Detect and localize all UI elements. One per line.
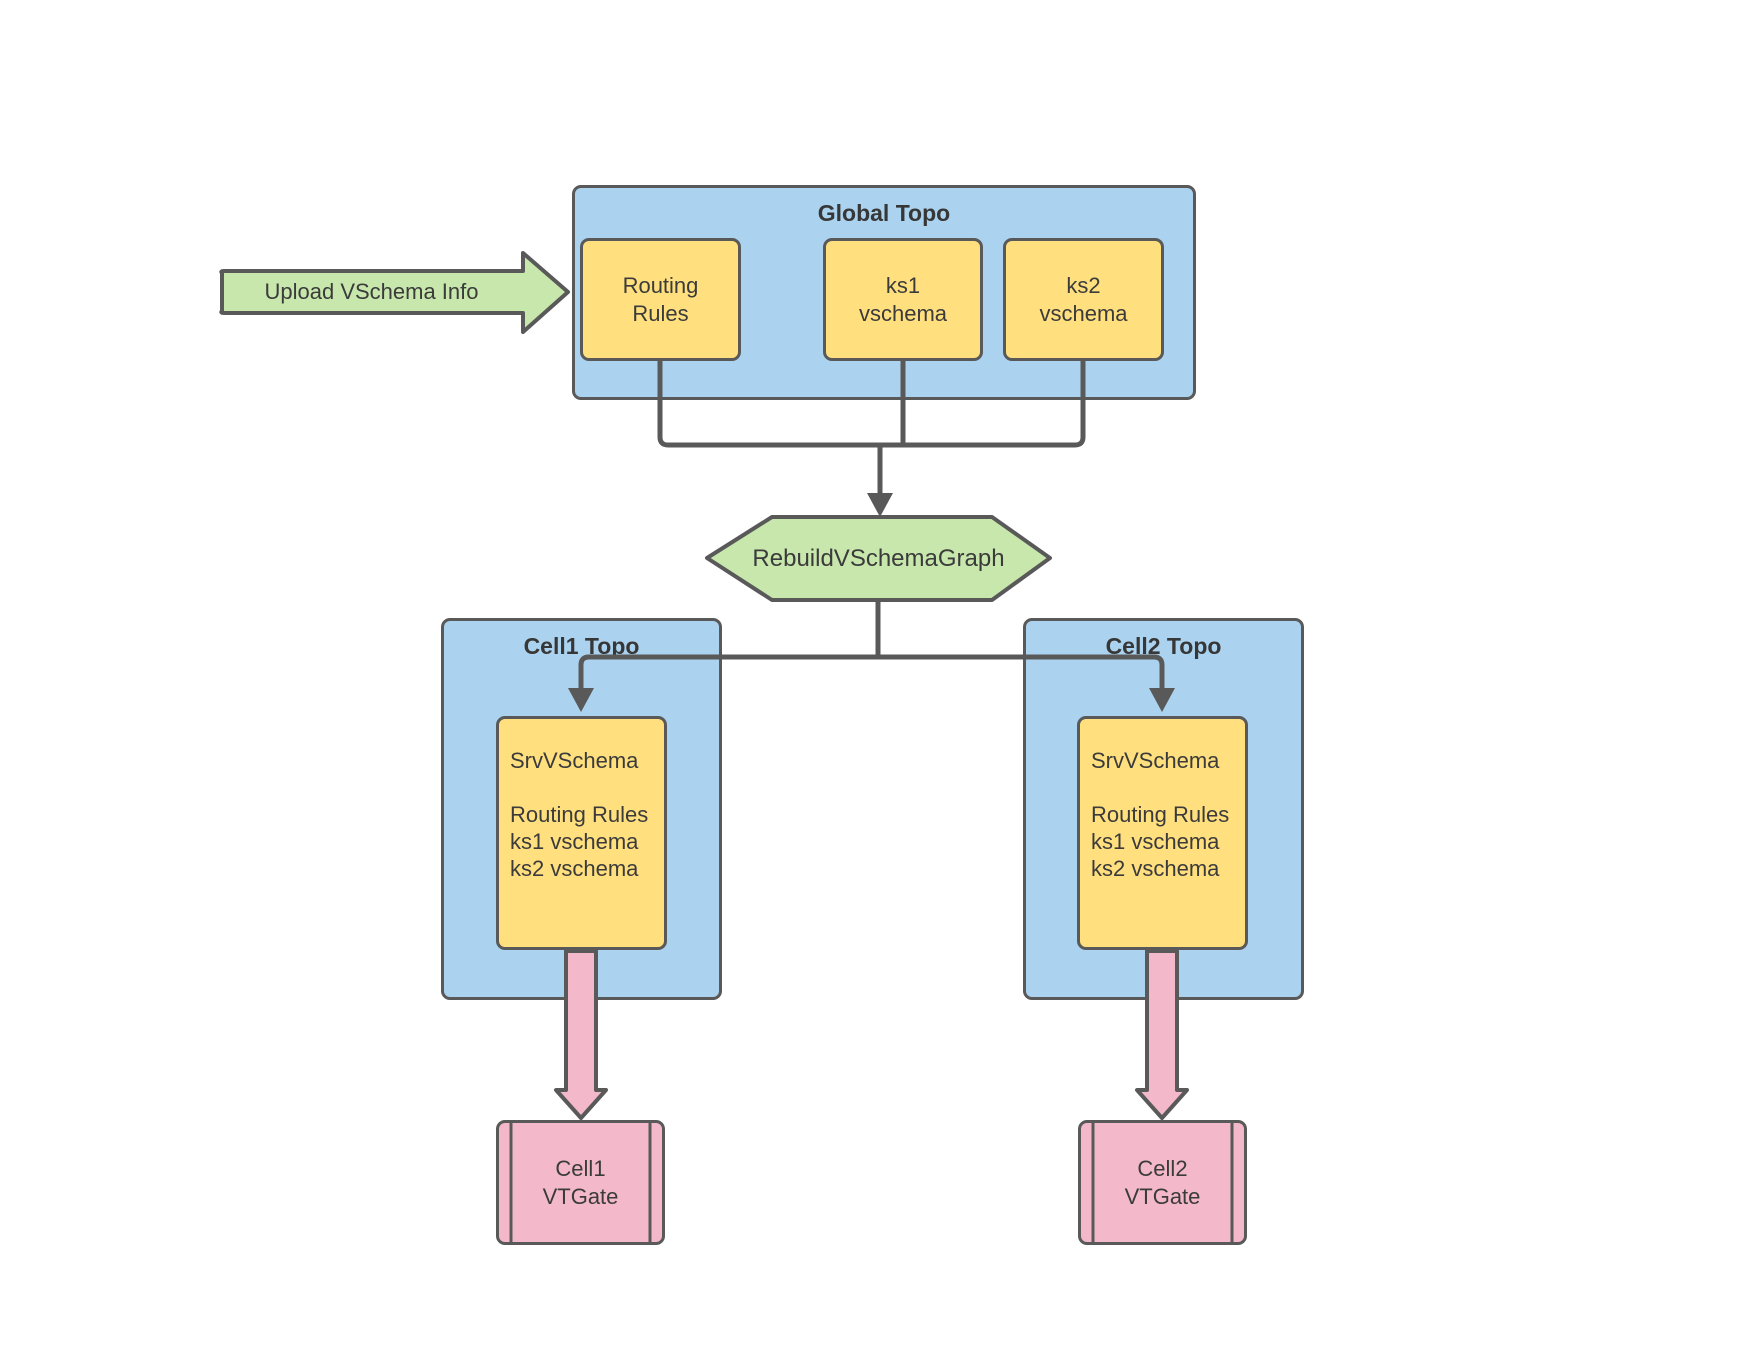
cell1-vtgate-label-line1: Cell1 <box>555 1155 606 1181</box>
spacer <box>1091 774 1245 801</box>
routing-rules-label-line1: Routing <box>622 272 699 298</box>
cell1-srv-item-ks1: ks1 vschema <box>510 829 639 854</box>
ks1-vschema-node: ks1 vschema <box>823 238 983 361</box>
cell2-srv-item-routing-rules: Routing Rules <box>1091 802 1230 827</box>
global-topo-title: Global Topo <box>817 200 951 226</box>
cell1-vtgate-label-line2: VTGate <box>542 1183 619 1209</box>
routing-rules-node: Routing Rules <box>580 238 741 361</box>
cell1-srv-item-ks2: ks2 vschema <box>510 856 639 881</box>
ks2-vschema-node: ks2 vschema <box>1003 238 1164 361</box>
cell1-topo-title: Cell1 Topo <box>523 633 640 659</box>
cell1-srvvschema-node: SrvVSchema Routing Rules ks1 vschema ks2… <box>496 716 667 950</box>
cell1-vtgate-node: Cell1 VTGate <box>496 1120 665 1245</box>
upload-vschema-label: Upload VSchema Info <box>264 279 479 304</box>
rebuild-arrowhead-icon <box>867 493 893 517</box>
cell2-topo-title: Cell2 Topo <box>1105 633 1222 659</box>
cell2-vtgate-node: Cell2 VTGate <box>1078 1120 1247 1245</box>
cell2-srv-item-ks2: ks2 vschema <box>1091 856 1220 881</box>
spacer <box>510 774 664 801</box>
cell1-srvvschema-heading: SrvVSchema <box>510 748 639 773</box>
cell2-srv-item-ks1: ks1 vschema <box>1091 829 1220 854</box>
ks2-vschema-label-line2: vschema <box>1039 300 1128 326</box>
cell2-srvvschema-heading: SrvVSchema <box>1091 748 1220 773</box>
cell2-srvvschema-node: SrvVSchema Routing Rules ks1 vschema ks2… <box>1077 716 1248 950</box>
cell2-vtgate-label-line2: VTGate <box>1124 1183 1201 1209</box>
routing-rules-label-line2: Rules <box>632 300 689 326</box>
rebuild-vschemagraph-label: RebuildVSchemaGraph <box>752 544 1005 572</box>
ks1-vschema-label-line1: ks1 <box>885 272 921 298</box>
ks2-vschema-label-line1: ks2 <box>1066 272 1101 298</box>
cell1-srv-item-routing-rules: Routing Rules <box>510 802 649 827</box>
ks1-vschema-label-line2: vschema <box>858 300 948 326</box>
cell2-vtgate-label-line1: Cell2 <box>1137 1155 1188 1181</box>
